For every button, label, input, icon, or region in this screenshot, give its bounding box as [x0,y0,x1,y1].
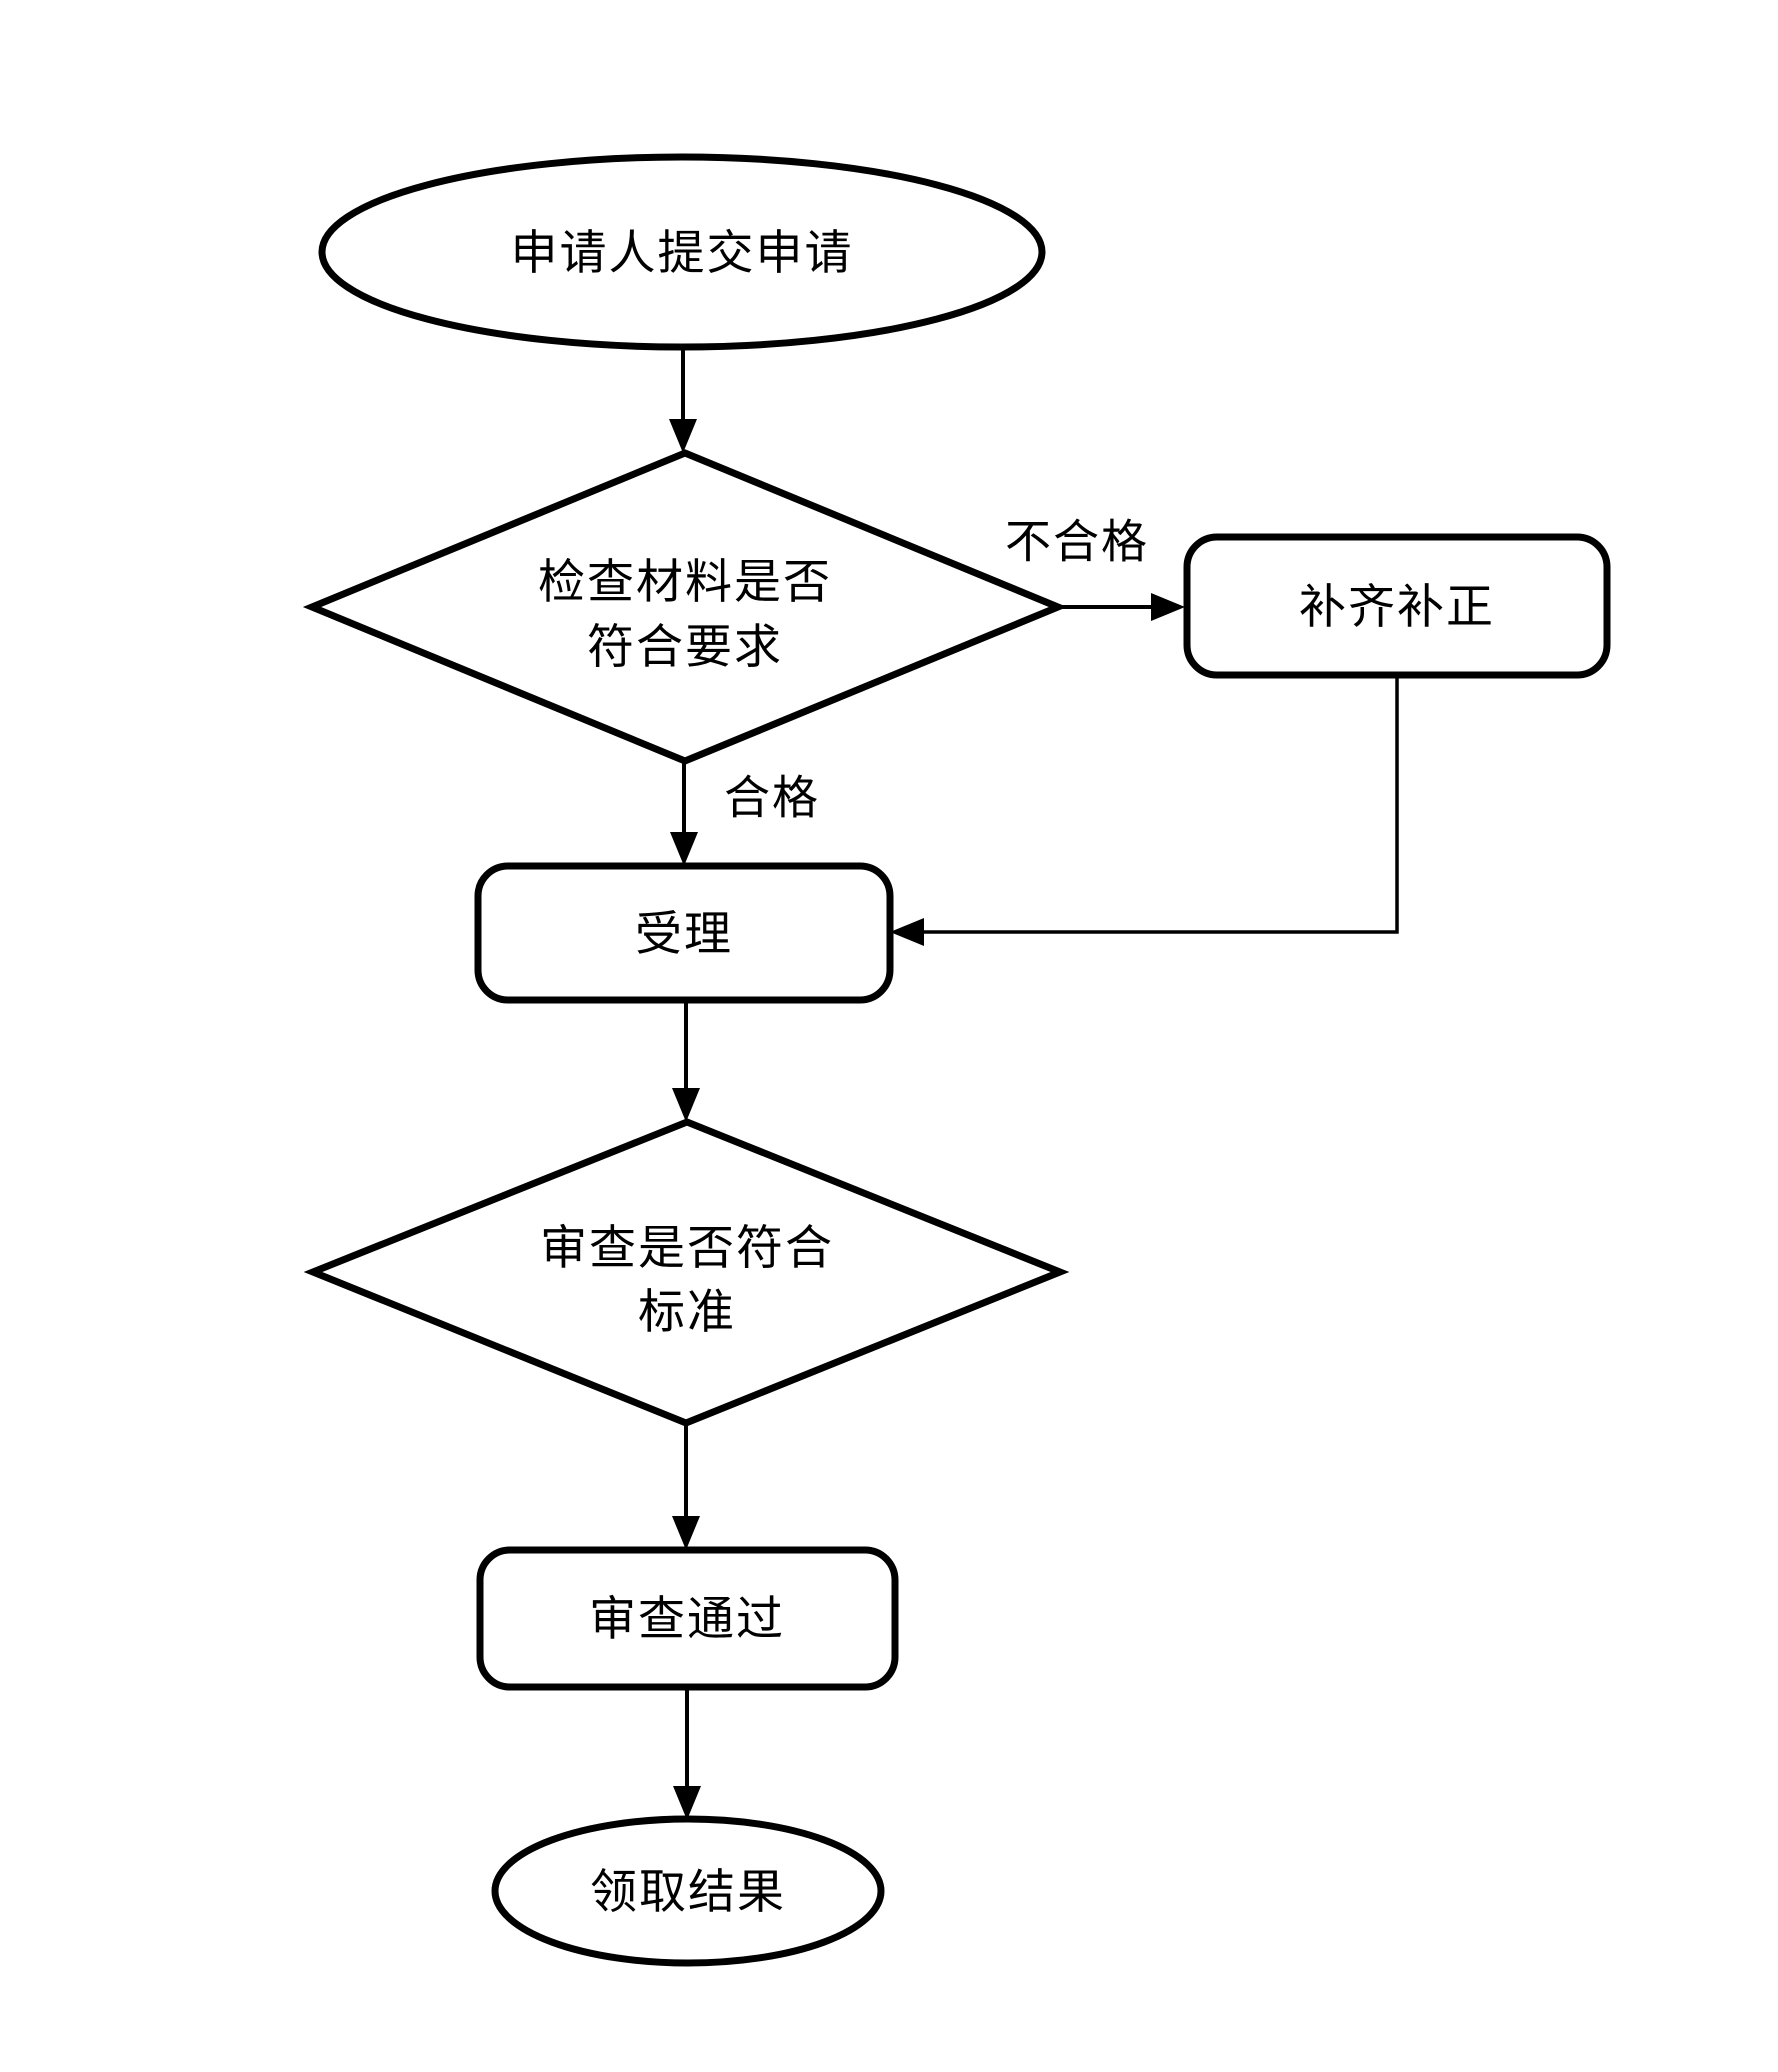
edge-passed-to-end [673,1687,701,1820]
review-label-line2: 标准 [638,1287,736,1339]
edge-start-to-check [669,347,697,453]
review-passed-node-label: 审查通过 [589,1594,785,1646]
arrowhead-down-icon [672,1516,700,1550]
check-materials-label-line1: 检查材料是否 [538,557,832,609]
edge-label-qualified: 合格 [724,773,820,824]
check-materials-label-line2: 符合要求 [587,622,783,674]
check-materials-node: 检查材料是否 符合要求 [302,449,1068,765]
review-diamond [303,1118,1070,1427]
edge-supplement-to-accept [890,675,1399,946]
start-node: 申请人提交申请 [318,153,1046,351]
edge-check-to-supplement [1058,593,1185,621]
accept-node-label: 受理 [635,909,733,961]
end-node-label: 领取结果 [590,1867,786,1919]
supplement-node: 补齐补正 [1183,533,1611,679]
accept-process-box [474,862,894,1004]
edge-label-unqualified: 不合格 [1005,517,1149,568]
arrowhead-down-icon [672,1088,700,1122]
accept-node: 受理 [474,862,894,1004]
start-node-label: 申请人提交申请 [511,228,854,280]
supplement-node-label: 补齐补正 [1299,582,1495,634]
arrowhead-right-icon [1151,593,1185,621]
review-passed-process-box [476,1546,899,1691]
supplement-process-box [1183,533,1611,679]
start-terminator-ellipse [318,153,1046,351]
arrowhead-down-icon [670,832,698,866]
edge-supplement-to-accept-line [919,675,1399,934]
review-passed-node: 审查通过 [476,1546,899,1691]
review-node: 审查是否符合 标准 [303,1118,1070,1427]
edge-accept-to-review [672,1000,700,1122]
arrowhead-left-icon [890,918,924,946]
arrowhead-down-icon [673,1786,701,1820]
end-node: 领取结果 [491,1815,885,1967]
review-label-line1: 审查是否符合 [540,1223,834,1275]
check-materials-diamond [302,449,1068,765]
arrowhead-down-icon [669,419,697,453]
edge-check-to-accept [670,761,698,866]
edge-review-to-passed [672,1423,700,1550]
end-terminator-ellipse [491,1815,885,1967]
